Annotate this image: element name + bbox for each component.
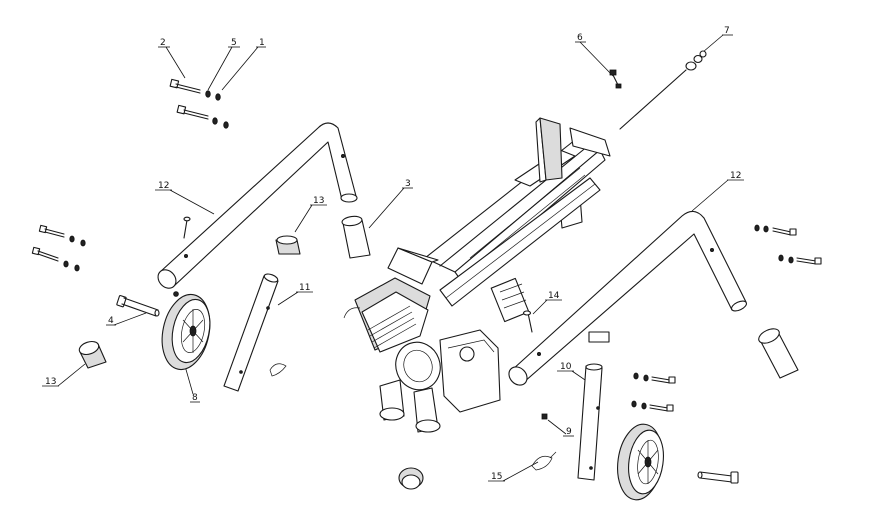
r-clip-upper	[269, 363, 287, 377]
sleeve-tube	[341, 215, 371, 259]
sleeve-right	[758, 328, 799, 379]
leg-tube	[223, 273, 279, 392]
end-cap-upper	[275, 235, 301, 255]
callout-7: 7	[724, 26, 730, 36]
handle-tube-left	[157, 122, 358, 289]
end-cap-bottom	[398, 467, 424, 490]
callout-4: 4	[108, 316, 114, 326]
log-splitter-main-body	[343, 117, 611, 433]
spacer-block	[588, 331, 610, 343]
end-cap-lower-left	[78, 340, 107, 369]
callout-8: 8	[192, 393, 198, 403]
callout-15: 15	[491, 472, 502, 482]
callout-12-right: 12	[730, 171, 741, 181]
wheel-right	[617, 423, 664, 501]
callout-13-upper: 13	[313, 196, 324, 206]
axle-bolt-right	[697, 471, 739, 484]
bolt-set-top-left	[169, 78, 229, 129]
callout-13-lower: 13	[45, 377, 56, 387]
bolt-set-lower-right	[631, 372, 676, 412]
callout-5: 5	[231, 38, 237, 48]
callout-6: 6	[577, 33, 583, 43]
callout-labels: 2 5 1 6 7 12 13 3 12 11	[42, 26, 744, 482]
nut-9	[541, 413, 548, 420]
pin-14	[522, 310, 533, 333]
callout-3: 3	[405, 179, 411, 189]
wheel-left	[161, 293, 211, 371]
axle-bolt	[116, 291, 179, 317]
callout-10: 10	[560, 362, 572, 372]
bolt-set-left	[31, 224, 86, 272]
pin-left	[183, 216, 191, 239]
callout-14: 14	[548, 291, 560, 301]
callout-11: 11	[299, 283, 310, 293]
callout-1: 1	[259, 38, 265, 48]
callout-12-left: 12	[158, 181, 169, 191]
callout-9: 9	[566, 427, 572, 437]
callout-2: 2	[160, 38, 166, 48]
handle-tube-right	[508, 210, 747, 386]
r-clip-15	[531, 451, 557, 471]
bolt-set-right	[754, 224, 822, 265]
bolt-6	[609, 69, 622, 89]
leg-tube-right	[577, 363, 603, 481]
rod-7	[619, 50, 707, 130]
